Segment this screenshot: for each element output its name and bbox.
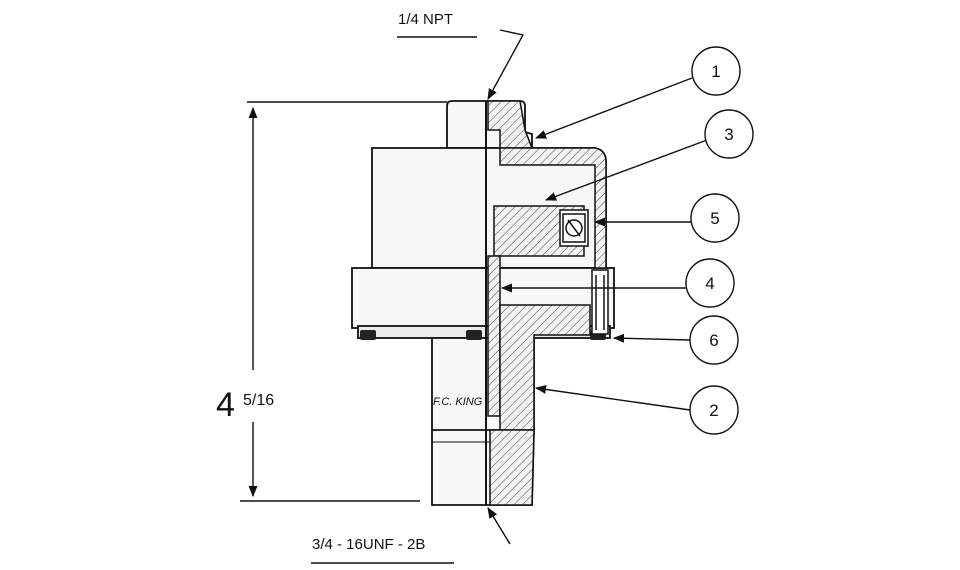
svg-text:1: 1 [711, 62, 720, 81]
leader-6 [612, 333, 691, 343]
callout-4: 4 [685, 258, 735, 308]
svg-text:6: 6 [709, 331, 718, 350]
leader-1 [534, 77, 693, 139]
callout-leaders [500, 77, 708, 411]
top-thread-label: 1/4 NPT [398, 11, 453, 28]
callout-5: 5 [690, 193, 740, 243]
top-thread-leader [487, 29, 525, 100]
maker-mark: F.C. KING [433, 396, 483, 408]
callout-2: 2 [689, 385, 739, 435]
bottom-thread-leader [487, 507, 511, 545]
section-view [485, 100, 609, 506]
leader-3 [544, 139, 708, 201]
svg-text:5: 5 [710, 209, 719, 228]
leader-2 [534, 384, 691, 411]
svg-text:2: 2 [709, 401, 718, 420]
svg-text:3: 3 [724, 125, 733, 144]
svg-text:4: 4 [705, 274, 714, 293]
callout-1: 1 [691, 46, 741, 96]
callout-3: 3 [704, 109, 754, 159]
callout-6: 6 [689, 315, 739, 365]
height-value: 4 [216, 386, 235, 424]
height-fraction: 5/16 [243, 392, 274, 409]
bottom-thread-label: 3/4 - 16UNF - 2B [312, 536, 425, 553]
